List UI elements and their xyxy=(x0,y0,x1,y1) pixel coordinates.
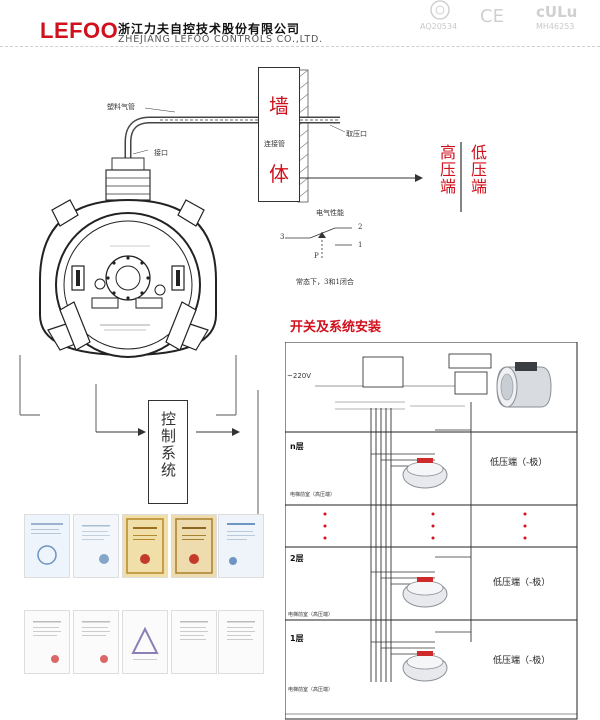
floor-2-position-label: 电梯前室（高压端） xyxy=(288,612,334,618)
floor-label-n: n层 xyxy=(290,442,304,451)
install-section-title: 开关及系统安装 xyxy=(290,320,382,335)
electrical-performance-label: 电气性能 xyxy=(316,209,344,217)
wall-char-2: 体 xyxy=(269,162,289,186)
low-pressure-label: 低压端 xyxy=(468,144,487,195)
floor-label-1: 1层 xyxy=(290,634,304,643)
damper-actuator-icon xyxy=(496,362,552,408)
pressure-switch-icon xyxy=(402,458,448,489)
pressure-switch-drawing xyxy=(19,69,462,520)
certification-code: AQ20534 xyxy=(420,22,458,31)
certificate-thumbnail xyxy=(171,514,217,578)
company-name-en: ZHEJIANG LEFOO CONTROLS CO.,LTD. xyxy=(118,34,323,45)
system-wiring-schematic xyxy=(285,342,578,720)
header-divider xyxy=(0,46,600,48)
company-name-cn: 浙江力夫自控技术股份有限公司 xyxy=(118,22,301,36)
certification-logo-icon xyxy=(430,0,450,20)
connector-tube-label: 连接管 xyxy=(264,140,285,148)
continuation-dots xyxy=(323,512,527,540)
brand-logo: LEFOO xyxy=(40,18,119,43)
certification-code: MH46253 xyxy=(536,22,575,31)
certificate-thumbnail xyxy=(24,610,70,674)
voltage-label: ~220V xyxy=(287,372,312,380)
certificate-thumbnail xyxy=(171,610,217,674)
terminal-2-label: 2 xyxy=(358,223,363,231)
terminal-p-label: P xyxy=(314,252,319,260)
wall-box: 墙 体 xyxy=(258,67,300,202)
plastic-tube-label: 塑料气管 xyxy=(107,103,135,111)
control-system-label: 控制系统 xyxy=(159,411,177,479)
ce-mark-icon: CE xyxy=(480,6,504,27)
terminal-3-label: 3 xyxy=(280,233,285,241)
floor-1-low-pressure-label: 低压端（-极） xyxy=(493,656,551,666)
normal-state-note: 常态下，3和1闭合 xyxy=(296,278,354,286)
floor-n-position-label: 电梯前室（高压端） xyxy=(290,492,336,498)
control-system-box: 控制系统 xyxy=(148,400,188,504)
certificate-thumbnail xyxy=(73,610,119,674)
ul-mark-icon: cULus xyxy=(536,3,578,21)
certificate-thumbnail xyxy=(122,610,168,674)
wall-char-1: 墙 xyxy=(269,94,289,118)
certificate-thumbnail xyxy=(73,514,119,578)
certificate-thumbnail xyxy=(218,514,264,578)
floor-2-low-pressure-label: 低压端（-极） xyxy=(493,578,551,588)
high-pressure-label: 高压端 xyxy=(437,144,456,195)
svg-text:CE: CE xyxy=(480,6,504,27)
header: LEFOO 浙江力夫自控技术股份有限公司 ZHEJIANG LEFOO CONT… xyxy=(0,0,600,50)
pressure-switch-icon xyxy=(402,651,448,682)
certificate-thumbnail xyxy=(122,514,168,578)
pressure-switch-icon xyxy=(402,577,448,608)
svg-text:cULus: cULus xyxy=(536,3,578,21)
port-label: 接口 xyxy=(154,149,168,157)
terminal-1-label: 1 xyxy=(358,241,363,249)
floor-n-low-pressure-label: 低压端（-极） xyxy=(490,458,548,468)
certificate-thumbnail xyxy=(218,610,264,674)
certificate-thumbnail xyxy=(24,514,70,578)
floor-label-2: 2层 xyxy=(290,554,304,563)
pressure-inlet-label: 取压口 xyxy=(346,130,367,138)
floor-1-position-label: 电梯前室（高压端） xyxy=(288,687,334,693)
